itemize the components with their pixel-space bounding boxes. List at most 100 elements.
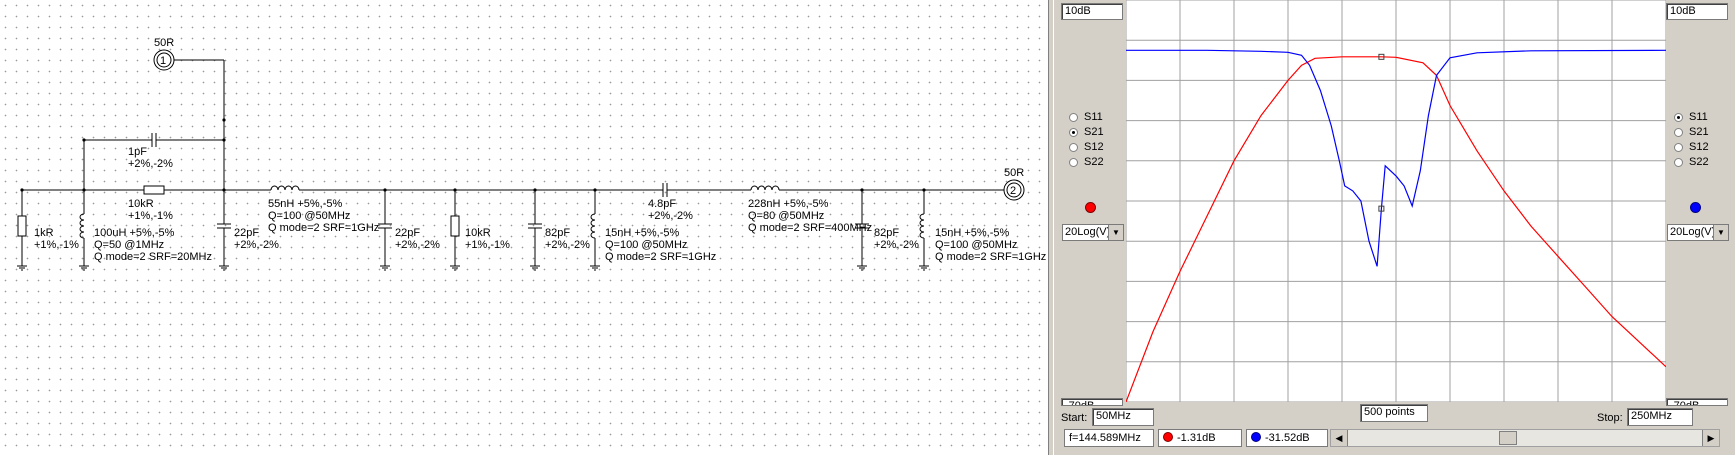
left-scale-bottom-field[interactable]: -70dB	[1061, 398, 1123, 406]
label-c6: 82pF	[874, 227, 899, 239]
series-s11-line	[1126, 49, 1666, 267]
label-c1: +2%,-2%	[128, 158, 173, 170]
splitter[interactable]	[1048, 0, 1054, 455]
label-c3: +2%,-2%	[395, 239, 440, 251]
label-l1: 100uH +5%,-5%	[94, 227, 175, 239]
chevron-down-icon: ▼	[1713, 225, 1728, 240]
marker-left-value: -1.31dB	[1177, 432, 1216, 444]
radio-left-s22[interactable]: S22	[1069, 156, 1104, 168]
radio-button-icon	[1069, 112, 1078, 122]
label-l2: Q=100 @50MHz	[268, 210, 350, 222]
radio-right-s11[interactable]: S11	[1674, 111, 1708, 123]
label-c2: 22pF	[234, 227, 259, 239]
port-1-icon	[156, 52, 172, 68]
label-l5: Q=100 @50MHz	[935, 239, 1017, 251]
left-mode-select[interactable]: 20Log(V) ▼	[1062, 224, 1124, 241]
radio-right-s22[interactable]: S22	[1674, 156, 1709, 168]
blue-dot-icon	[1251, 432, 1261, 442]
label-l5: Q mode=2 SRF=1GHz	[935, 251, 1046, 263]
stop-frequency-input[interactable]: 250MHz	[1627, 408, 1693, 426]
scroll-right-icon[interactable]: ▶	[1702, 430, 1719, 446]
radio-button-icon	[1069, 157, 1078, 167]
label-c4: 82pF	[545, 227, 570, 239]
radio-left-s11[interactable]: S11	[1069, 111, 1103, 123]
label-r1: +1%,-1%	[34, 239, 79, 251]
label-l4: Q mode=2 SRF=400MHz	[748, 222, 872, 234]
inductor-l4-icon	[750, 185, 780, 191]
sparameter-plot[interactable]	[1126, 0, 1666, 402]
start-label: Start:	[1061, 412, 1088, 424]
label-c1: 1pF	[128, 146, 147, 158]
label-r3: +1%,-1%	[465, 239, 510, 251]
radio-button-icon	[1069, 142, 1078, 152]
radio-label: S22	[1084, 156, 1104, 168]
start-frequency-input[interactable]: 50MHz	[1092, 408, 1154, 426]
inductor-l2-icon	[270, 185, 300, 191]
label-l4: 228nH +5%,-5%	[748, 198, 829, 210]
label-c5: +2%,-2%	[648, 210, 693, 222]
label-l2: Q mode=2 SRF=1GHz	[268, 222, 379, 234]
junction-dot	[222, 118, 226, 122]
resistor-r1-icon	[17, 215, 27, 237]
label-r3: 10kR	[465, 227, 491, 239]
radio-right-s21[interactable]: S21	[1674, 126, 1709, 138]
radio-label: S11	[1689, 111, 1708, 123]
radio-label: S12	[1084, 141, 1104, 153]
right-scale-bottom-field[interactable]: -70dB	[1666, 398, 1728, 406]
scroll-thumb[interactable]	[1499, 431, 1517, 445]
radio-right-s12[interactable]: S12	[1674, 141, 1709, 153]
port-1-label: 50R	[154, 37, 174, 49]
radio-label: S21	[1084, 126, 1104, 138]
points-input[interactable]: 500 points	[1360, 404, 1428, 422]
label-c2: +2%,-2%	[234, 239, 279, 251]
radio-left-s21[interactable]: S21	[1069, 126, 1104, 138]
label-l3: 15nH +5%,-5%	[605, 227, 680, 239]
label-l5: 15nH +5%,-5%	[935, 227, 1010, 239]
label-c5: 4.8pF	[648, 198, 676, 210]
right-trace-color-icon[interactable]	[1690, 202, 1701, 213]
resistor-r3-icon	[450, 215, 460, 237]
radio-button-icon	[1069, 127, 1078, 137]
label-r1: 1kR	[34, 227, 54, 239]
label-l1: Q mode=2 SRF=20MHz	[94, 251, 212, 263]
right-scale-top-field[interactable]: 10dB	[1666, 3, 1728, 20]
series-s21-line	[1126, 56, 1666, 402]
radio-left-s12[interactable]: S12	[1069, 141, 1104, 153]
left-trace-color-icon[interactable]	[1085, 202, 1096, 213]
chevron-down-icon: ▼	[1108, 225, 1123, 240]
radio-label: S11	[1084, 111, 1103, 123]
left-mode-value: 20Log(V)	[1065, 226, 1111, 238]
radio-button-icon	[1674, 142, 1683, 152]
label-c3: 22pF	[395, 227, 420, 239]
label-c4: +2%,-2%	[545, 239, 590, 251]
stop-label: Stop:	[1597, 412, 1623, 424]
marker-point-s21	[1378, 53, 1385, 60]
inductor-l3-icon	[590, 213, 596, 239]
left-scale-top-field[interactable]: 10dB	[1061, 3, 1123, 20]
right-mode-select[interactable]: 20Log(V) ▼	[1667, 224, 1729, 241]
port-2-icon	[1006, 182, 1022, 198]
radio-button-icon	[1674, 157, 1683, 167]
radio-label: S21	[1689, 126, 1709, 138]
resistor-r2-icon	[143, 185, 165, 195]
marker-right-value: -31.52dB	[1265, 432, 1310, 444]
label-c6: +2%,-2%	[874, 239, 919, 251]
radio-button-icon	[1674, 127, 1683, 137]
inductor-l1-icon	[79, 213, 85, 239]
label-r2: +1%,-1%	[128, 210, 173, 222]
label-r2: 10kR	[128, 198, 154, 210]
radio-label: S22	[1689, 156, 1709, 168]
port-1-number: 1	[160, 55, 166, 67]
label-l3: Q mode=2 SRF=1GHz	[605, 251, 716, 263]
label-l4: Q=80 @50MHz	[748, 210, 824, 222]
right-mode-value: 20Log(V)	[1670, 226, 1716, 238]
label-l3: Q=100 @50MHz	[605, 239, 687, 251]
marker-point-s11	[1378, 205, 1385, 212]
label-l2: 55nH +5%,-5%	[268, 198, 343, 210]
scroll-left-icon[interactable]: ◀	[1331, 430, 1348, 446]
inductor-l5-icon	[919, 213, 925, 239]
frequency-scrollbar[interactable]: ◀ ▶	[1330, 429, 1720, 447]
marker-frequency-readout: f=144.589MHz	[1064, 429, 1154, 447]
